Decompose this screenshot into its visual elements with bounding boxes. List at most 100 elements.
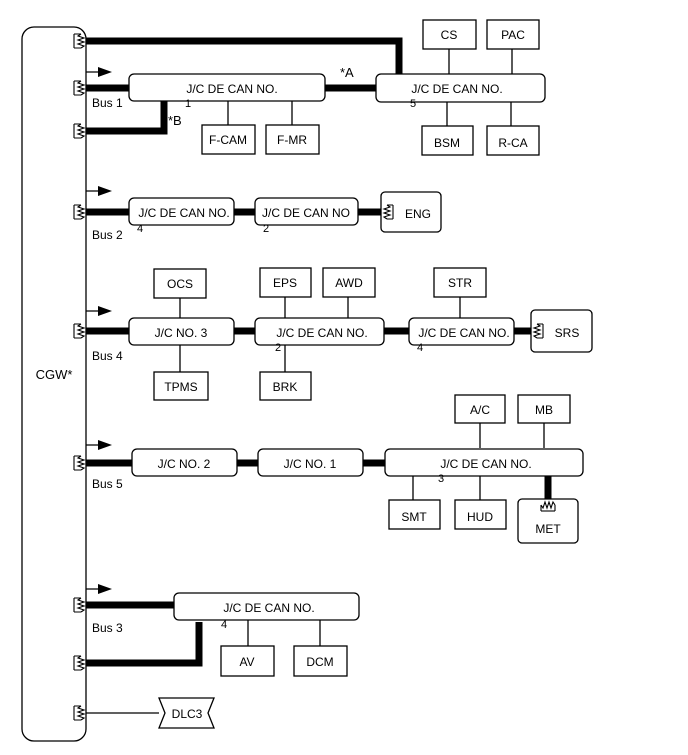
- junction-connector: J/C DE CAN NO. 4: [128, 197, 235, 235]
- junction-connector: J/C DE CAN NO. 2: [254, 317, 385, 354]
- resistor-icon: [73, 455, 86, 471]
- wire-bus1-b: [86, 100, 168, 135]
- junction-label: J/C NO. 3: [155, 326, 208, 340]
- bus-label: Bus 4: [92, 349, 123, 363]
- ecu-label: STR: [448, 276, 472, 290]
- ecu-box-met: MET: [517, 498, 579, 544]
- bus-label: Bus 2: [92, 228, 123, 242]
- ecu-label: AWD: [335, 276, 363, 290]
- junction-label: J/C DE CAN NO.: [186, 82, 277, 96]
- bus-wires: [86, 37, 552, 667]
- resistor-icon: [382, 204, 394, 220]
- ecu-label: A/C: [470, 403, 490, 417]
- resistor-icon: [73, 655, 86, 671]
- ecu-box-f-cam: F-CAM: [201, 124, 256, 155]
- ecu-box-smt: SMT: [388, 499, 441, 530]
- resistor-icon: [73, 597, 86, 613]
- ecu-box-eng: ENG: [380, 191, 442, 233]
- ecu-box-srs: SRS: [530, 309, 593, 353]
- ecu-box-mb: MB: [517, 394, 571, 424]
- ecu-box-eps: EPS: [259, 267, 312, 298]
- junction-number: 2: [275, 342, 281, 354]
- ecu-box-ocs: OCS: [153, 268, 207, 299]
- callout-label: *A: [340, 65, 354, 80]
- junction-connector: J/C DE CAN NO. 1: [128, 73, 326, 110]
- resistor-icon: [532, 323, 544, 339]
- ecu-box-tpms: TPMS: [153, 371, 209, 401]
- junction-number: 4: [221, 619, 227, 631]
- dlc3-label: DLC3: [172, 707, 203, 721]
- ecu-box-awd: AWD: [322, 267, 376, 298]
- junction-number: 3: [438, 473, 444, 485]
- ecu-label: HUD: [467, 510, 493, 524]
- junction-connector: J/C DE CAN NO 2: [254, 197, 359, 235]
- cgw-label: CGW*: [36, 367, 73, 382]
- junction-label: J/C DE CAN NO.: [223, 601, 314, 615]
- junction-number: 5: [410, 98, 416, 110]
- ecu-box-brk: BRK: [259, 371, 312, 401]
- ecu-box-av: AV: [220, 645, 275, 677]
- ecu-box-r-ca: R-CA: [486, 125, 540, 156]
- junction-label: J/C DE CAN NO.: [276, 326, 367, 340]
- ecu-label: DCM: [306, 655, 333, 669]
- junction-connector: J/C DE CAN NO. 4: [408, 317, 515, 354]
- ecu-label: MET: [535, 522, 561, 536]
- ecu-label: F-CAM: [209, 133, 247, 147]
- ecu-label: BRK: [273, 380, 298, 394]
- ecu-box-cs: CS: [422, 19, 477, 50]
- input-arrows: [70, 67, 112, 594]
- ecu-terminations: [382, 204, 556, 512]
- cgw-gateway: CGW*: [21, 26, 87, 742]
- ecu-box-f-mr: F-MR: [265, 124, 320, 155]
- ecu-boxes: CS PAC F-CAM F-MR BSM R-CA ENG OCS EPS A…: [153, 19, 593, 677]
- ecu-box-hud: HUD: [454, 499, 507, 530]
- resistor-icon: [73, 123, 86, 139]
- junction-number: 4: [417, 342, 423, 354]
- ecu-label: AV: [239, 655, 254, 669]
- bus-label: Bus 1: [92, 96, 123, 110]
- ecu-box-pac: PAC: [486, 19, 540, 50]
- resistor-icon: [73, 80, 86, 96]
- bus-label: Bus 5: [92, 477, 123, 491]
- junction-connector: J/C DE CAN NO. 4: [173, 592, 360, 631]
- ecu-label: CS: [441, 28, 458, 42]
- bus-label: Bus 3: [92, 621, 123, 635]
- resistor-icon: [73, 705, 86, 721]
- ecu-label: SRS: [555, 326, 580, 340]
- ecu-label: ENG: [405, 207, 431, 221]
- junction-number: 2: [263, 223, 269, 235]
- ecu-label: BSM: [434, 136, 460, 150]
- junction-number: 1: [185, 98, 191, 110]
- callout-label: *B: [168, 113, 182, 128]
- cgw-terminations: [73, 33, 86, 721]
- junction-label: J/C DE CAN NO: [262, 206, 350, 220]
- junction-label: J/C DE CAN NO.: [411, 82, 502, 96]
- ecu-label: OCS: [167, 277, 193, 291]
- ecu-box-str: STR: [433, 267, 487, 298]
- junction-label: J/C DE CAN NO.: [440, 457, 531, 471]
- ecu-label: SMT: [401, 510, 427, 524]
- stub-wires: [86, 49, 545, 714]
- resistor-icon: [73, 33, 86, 49]
- junction-label: J/C DE CAN NO.: [138, 206, 229, 220]
- junction-connector: J/C NO. 2: [131, 448, 238, 477]
- ecu-label: EPS: [273, 276, 297, 290]
- junction-label: J/C NO. 1: [284, 457, 337, 471]
- resistor-icon: [73, 323, 86, 339]
- junction-label: J/C DE CAN NO.: [418, 326, 509, 340]
- junction-connector: J/C DE CAN NO. 5: [375, 73, 546, 110]
- junction-connectors: J/C DE CAN NO. 1 J/C DE CAN NO. 5 J/C DE…: [128, 73, 584, 631]
- junction-number: 4: [137, 223, 143, 235]
- ecu-label: TPMS: [164, 380, 197, 394]
- ecu-box-bsm: BSM: [421, 125, 474, 156]
- junction-connector: J/C NO. 3: [128, 317, 235, 346]
- ecu-label: MB: [535, 403, 553, 417]
- ecu-box-ac: A/C: [454, 394, 506, 424]
- dlc3-connector: DLC3: [158, 697, 215, 729]
- junction-connector: J/C DE CAN NO. 3: [384, 448, 584, 485]
- junction-label: J/C NO. 2: [158, 457, 211, 471]
- ecu-label: R-CA: [498, 136, 527, 150]
- resistor-icon: [540, 500, 556, 512]
- bus-labels: Bus 1 Bus 2 Bus 4 Bus 5 Bus 3 *A *B: [92, 65, 354, 635]
